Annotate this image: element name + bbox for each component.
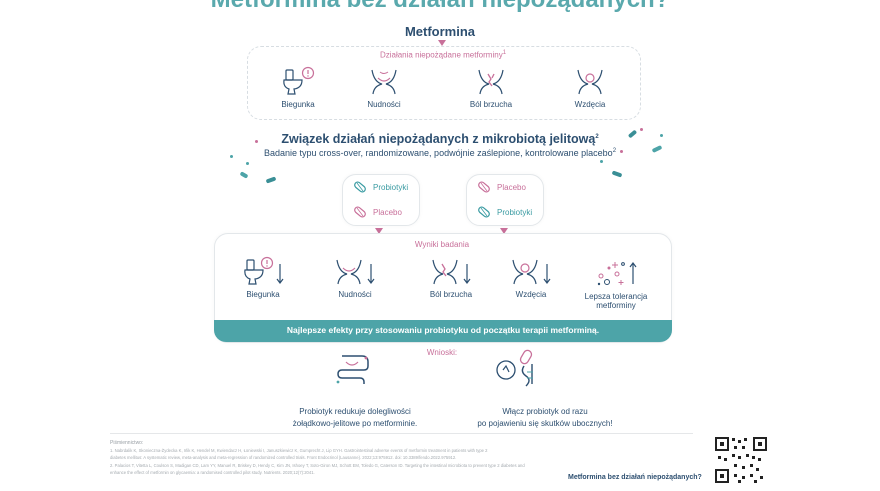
qr-code[interactable] bbox=[712, 434, 770, 486]
capsule-icon bbox=[354, 181, 366, 193]
banner: Najlepsze efekty przy stosowaniu probiot… bbox=[214, 320, 672, 342]
result-better-tolerance: Lepsza tolerancja metforminy bbox=[580, 256, 652, 310]
references-title: Piśmiennictwo: bbox=[110, 440, 144, 446]
result-abdominal-pain: Ból brzucha bbox=[424, 256, 478, 299]
group-box-2: Placebo Probiotyki bbox=[466, 174, 544, 226]
arrow-down-icon bbox=[500, 228, 508, 234]
group2-second: Probiotyki bbox=[497, 207, 533, 217]
result-bloating: Wzdęcia bbox=[506, 256, 556, 299]
capsule-icon bbox=[478, 206, 490, 218]
headline: Metformina bez działań niepożądanych? bbox=[0, 0, 880, 14]
side-effects-label: Działania niepożądane metforminy1 bbox=[379, 50, 507, 60]
association-subtitle: Badanie typu cross-over, randomizowane, … bbox=[263, 148, 617, 158]
side-effect-nausea: Nudności bbox=[360, 66, 408, 109]
reference-line: 2. Palacios T, Vitetta L, Coulson S, Mad… bbox=[110, 463, 525, 468]
results-label: Wyniki badania bbox=[414, 240, 470, 249]
reference-line: enhance the effect of metformin on glyca… bbox=[110, 470, 315, 475]
result-nausea: Nudności bbox=[330, 256, 380, 299]
intestine-icon bbox=[330, 350, 376, 390]
capsule-icon bbox=[478, 181, 490, 193]
stomach-bloating-icon bbox=[512, 259, 551, 285]
group2-first: Placebo bbox=[497, 182, 526, 192]
conclusions-label: Wnioski: bbox=[426, 348, 458, 357]
conclusion-left: Probiotyk redukuje dolegliwości żołądkow… bbox=[292, 407, 418, 428]
group1-second: Placebo bbox=[373, 207, 402, 217]
association-title: Związek działań niepożądanych z mikrobio… bbox=[281, 132, 599, 146]
conclusion-right: Włącz probiotyk od razu po pojawieniu si… bbox=[477, 407, 613, 428]
arrow-down-icon bbox=[375, 228, 383, 234]
reference-line: diabetes mellitus: A systematic review, … bbox=[110, 455, 457, 460]
probiotic-gut-icon bbox=[494, 346, 548, 390]
arrow-down-icon bbox=[438, 40, 446, 46]
side-effects-box bbox=[247, 46, 641, 120]
toilet-icon bbox=[283, 66, 315, 95]
group1-first: Probiotyki bbox=[373, 182, 409, 192]
side-effect-diarrhea: Biegunka bbox=[272, 66, 324, 109]
sparkle-tolerance-icon bbox=[597, 262, 637, 286]
drug-title: Metformina bbox=[404, 24, 476, 39]
footer-divider bbox=[110, 433, 693, 434]
stomach-pain-icon bbox=[432, 259, 471, 285]
capsule-icon bbox=[354, 206, 366, 218]
side-effect-abdominal-pain: Ból brzucha bbox=[465, 66, 517, 109]
result-diarrhea: Biegunka bbox=[238, 256, 288, 299]
group-box-1: Probiotyki Placebo bbox=[342, 174, 420, 226]
stomach-nausea-icon bbox=[336, 259, 375, 285]
qr-caption: Metformina bez działań niepożądanych? bbox=[568, 474, 702, 481]
toilet-icon bbox=[244, 256, 284, 285]
stomach-bloating-icon bbox=[577, 69, 603, 95]
stomach-nausea-icon bbox=[371, 69, 397, 95]
reference-line: 1. Nabrdalik K, Skonieczna-Żydecka K, Ir… bbox=[110, 448, 488, 453]
stomach-pain-icon bbox=[478, 69, 504, 95]
side-effect-bloating: Wzdęcia bbox=[566, 66, 614, 109]
